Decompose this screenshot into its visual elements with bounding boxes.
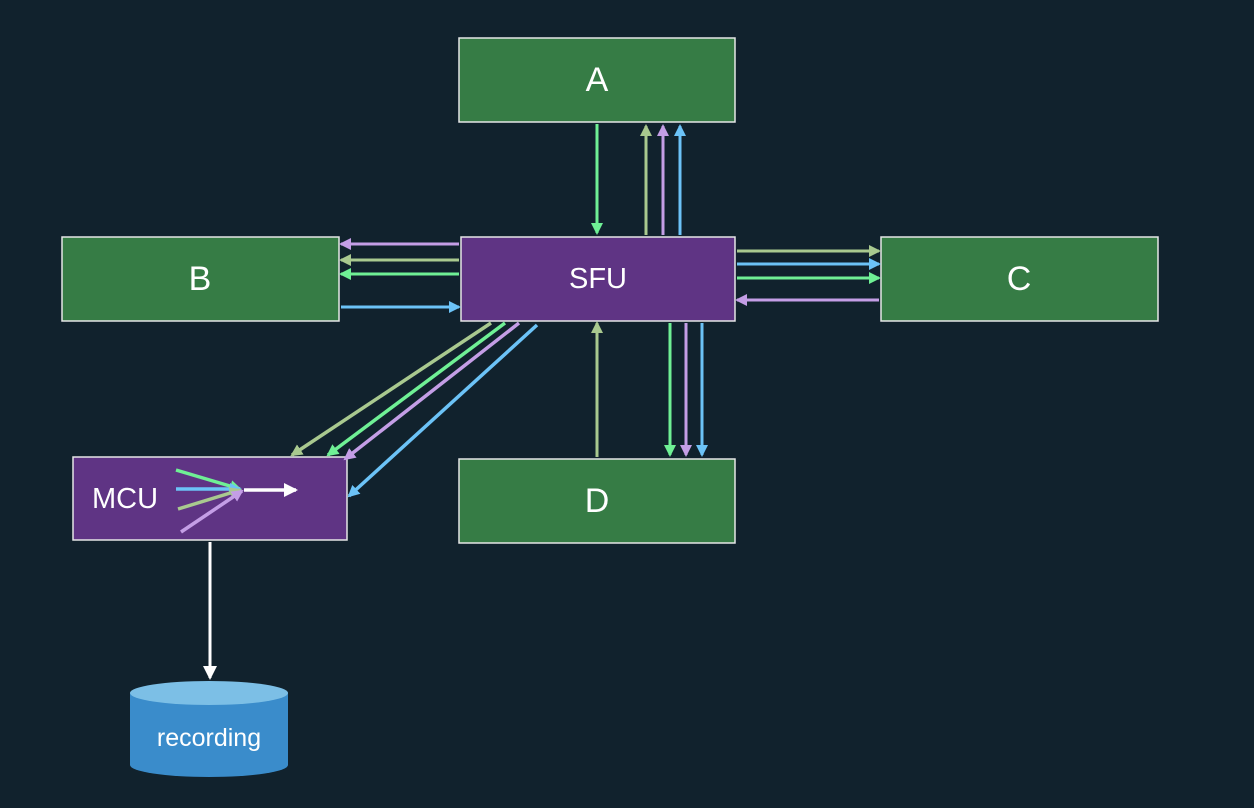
- node-c-label: C: [1007, 260, 1032, 298]
- recording-database-icon: recording: [130, 681, 288, 777]
- arrow-sfu-to-mcu-olive: [290, 321, 492, 457]
- arrow-sfu-to-mcu-blue: [347, 323, 539, 498]
- sfu-label: SFU: [569, 263, 627, 295]
- arrows-sfu-c: [735, 245, 881, 306]
- node-a-label: A: [586, 61, 609, 99]
- arrow-sfu-to-mcu-green: [326, 321, 507, 457]
- arrows-sfu-mcu: [290, 321, 539, 498]
- arrows-b-sfu: [339, 238, 461, 313]
- mixer-icon: [175, 468, 298, 534]
- arrows-a-sfu: [591, 124, 686, 235]
- arrows-sfu-d: [591, 321, 708, 457]
- mcu-label: MCU: [92, 483, 158, 515]
- node-d-label: D: [585, 482, 610, 520]
- node-b-label: B: [189, 260, 212, 298]
- node-a: A: [458, 37, 736, 123]
- node-c: C: [880, 236, 1159, 322]
- node-d: D: [458, 458, 736, 544]
- node-b: B: [61, 236, 340, 322]
- sfu-node: SFU: [460, 236, 736, 322]
- arrow-sfu-to-mcu-purple: [343, 321, 521, 461]
- recording-label: recording: [157, 724, 261, 752]
